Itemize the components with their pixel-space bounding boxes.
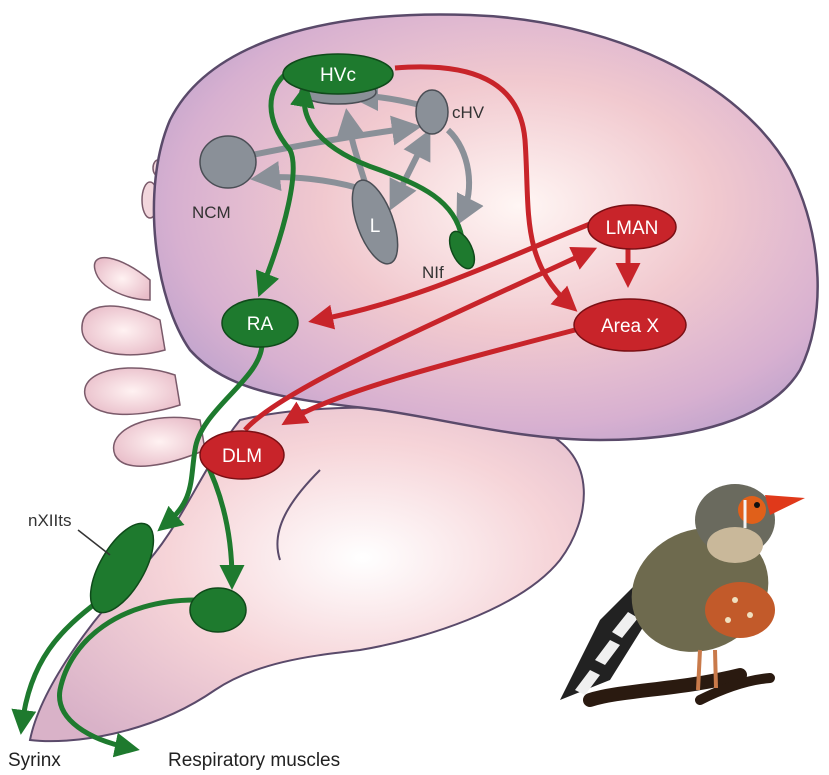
zebra-finch-image bbox=[560, 484, 805, 700]
nxiits-leader bbox=[78, 530, 110, 555]
label-dlm: DLM bbox=[222, 446, 262, 467]
label-ra: RA bbox=[247, 314, 274, 335]
nucleus-respiratory bbox=[190, 588, 246, 632]
label-respiratory-muscles: Respiratory muscles bbox=[168, 750, 340, 771]
nucleus-chv bbox=[416, 90, 448, 134]
label-nxiits: nXIIts bbox=[28, 511, 71, 530]
label-l: L bbox=[370, 216, 381, 237]
label-hvc: HVc bbox=[320, 65, 356, 86]
nucleus-ncm bbox=[200, 136, 256, 188]
label-syrinx: Syrinx bbox=[8, 750, 61, 771]
label-chv: cHV bbox=[452, 103, 485, 122]
label-ncm: NCM bbox=[192, 203, 231, 222]
label-nif: NIf bbox=[422, 263, 444, 282]
label-area-x: Area X bbox=[601, 316, 659, 337]
label-lman: LMAN bbox=[606, 218, 659, 239]
